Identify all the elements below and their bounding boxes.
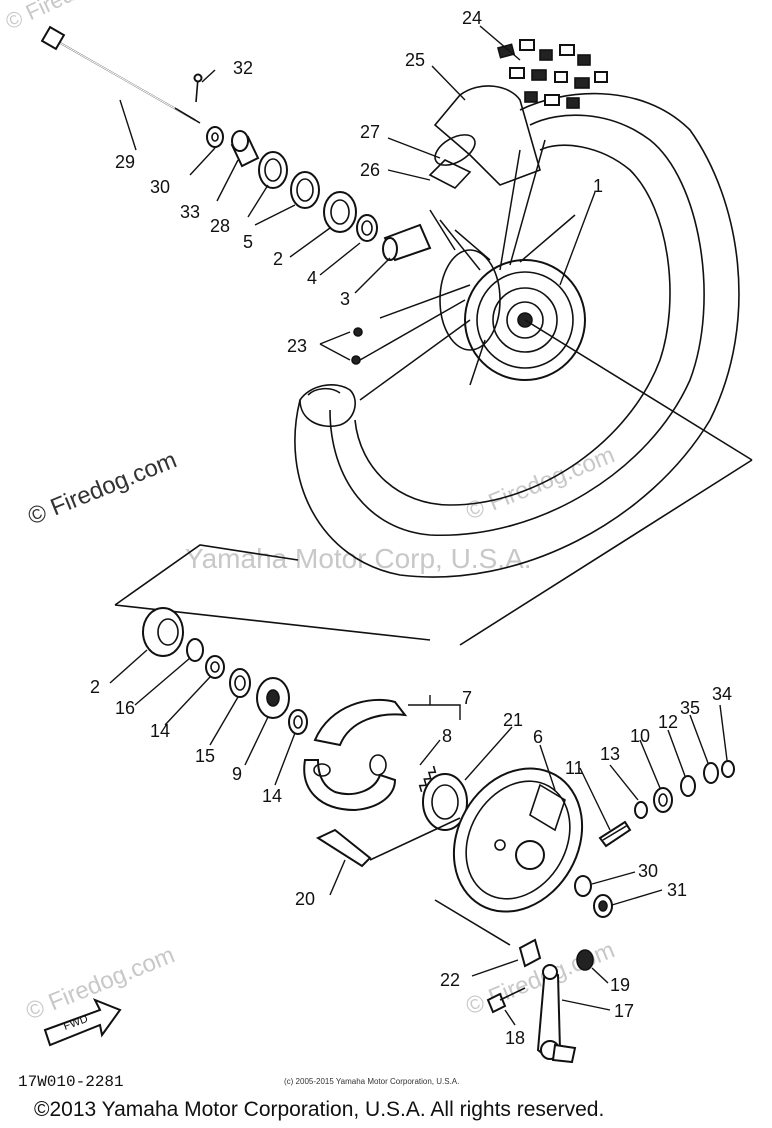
oil-seal-part-16: [186, 638, 204, 662]
label-part-26: 26: [360, 160, 380, 180]
label-part-22: 22: [440, 970, 460, 990]
label-part-34: 34: [712, 684, 732, 704]
spacer-part-3: [382, 223, 432, 262]
label-part-4: 4: [307, 268, 317, 288]
bolt-part-18: [486, 987, 526, 1014]
label-part-10: 10: [630, 726, 650, 746]
oil-seal-part-28: [258, 151, 288, 189]
label-part-27: 27: [360, 122, 380, 142]
label-part-14-a: 14: [150, 721, 170, 741]
label-part-20: 20: [295, 889, 315, 909]
part-labels: 24 25 32 29 27 26 1 30 33 28 5 2 4 3 23 …: [90, 8, 732, 1048]
label-part-8: 8: [442, 726, 452, 746]
brake-plate-part-6: [452, 767, 584, 913]
label-part-28: 28: [210, 216, 230, 236]
washer-part-12: [680, 775, 696, 797]
label-part-21: 21: [503, 710, 523, 730]
label-part-18: 18: [505, 1028, 525, 1048]
label-part-29: 29: [115, 152, 135, 172]
bearing-part-2-top: [323, 191, 357, 233]
watermark-firedog-left: © Firedog.com: [24, 446, 180, 530]
label-part-15: 15: [195, 746, 215, 766]
bearing-part-2-lower: [142, 607, 184, 657]
diagram-code: 17W010-2281: [18, 1073, 124, 1091]
circlip-part-4: [356, 214, 378, 242]
label-part-25: 25: [405, 50, 425, 70]
label-part-35: 35: [680, 698, 700, 718]
washer-part-30-lower: [574, 875, 592, 897]
label-part-9: 9: [232, 764, 242, 784]
washer-part-14-b: [288, 709, 308, 735]
label-part-19: 19: [610, 975, 630, 995]
spacer-part-33: [230, 130, 260, 168]
cotter-pin-part-32: [193, 73, 203, 103]
label-part-13: 13: [600, 744, 620, 764]
washer-part-14-a: [205, 655, 225, 679]
lock-washer-part-22: [518, 938, 542, 968]
spring-part-8: [418, 765, 437, 793]
label-part-32: 32: [233, 58, 253, 78]
wheel-assembly: [294, 39, 753, 578]
label-part-12: 12: [658, 712, 678, 732]
oil-seal-part-21: [422, 773, 468, 831]
washer-part-13: [634, 801, 648, 819]
watermark-firedog-top: © Firedog.com: [2, 0, 144, 35]
label-part-14-b: 14: [262, 786, 282, 806]
label-part-6: 6: [533, 727, 543, 747]
footer-copyright: ©2013 Yamaha Motor Corporation, U.S.A. A…: [34, 1098, 604, 1121]
nut-part-19: [576, 949, 594, 971]
clip-part-15: [229, 668, 251, 698]
axle-part-29: [40, 25, 201, 124]
camshaft-part-11: [598, 820, 632, 848]
label-part-31: 31: [667, 880, 687, 900]
label-part-2-lower: 2: [90, 677, 100, 697]
bearing-part-5: [290, 171, 320, 209]
label-part-11: 11: [565, 758, 584, 778]
nut-part-31: [593, 894, 613, 918]
gear-part-9: [256, 677, 290, 719]
tread-pattern: [497, 39, 608, 109]
brake-lever-part-17: [536, 964, 577, 1064]
label-part-16: 16: [115, 698, 135, 718]
label-part-1: 1: [593, 176, 603, 196]
ring-part-35: [703, 762, 719, 784]
label-part-5: 5: [243, 232, 253, 252]
label-part-2-top: 2: [273, 249, 283, 269]
spokes: [359, 139, 576, 401]
label-part-30-lower: 30: [638, 861, 658, 881]
watermark-yamaha-center: Yamaha Motor Corp, U.S.A.: [185, 543, 532, 574]
watermark-firedog-bottom-right: © Firedog.com: [462, 936, 618, 1020]
brake-shoes-part-7: [303, 698, 408, 812]
cam-part-20: [315, 817, 461, 868]
label-part-17: 17: [614, 1001, 634, 1021]
label-part-7: 7: [462, 688, 472, 708]
label-part-24: 24: [462, 8, 482, 28]
label-part-30-top: 30: [150, 177, 170, 197]
label-part-23: 23: [287, 336, 307, 356]
label-part-33: 33: [180, 202, 200, 222]
seal-part-10: [653, 787, 673, 813]
washer-part-30-top: [206, 126, 224, 148]
small-copyright: (c) 2005-2015 Yamaha Motor Corporation, …: [284, 1077, 459, 1086]
clip-part-34: [721, 760, 735, 778]
leader-lines: [109, 25, 728, 1026]
label-part-3: 3: [340, 289, 350, 309]
